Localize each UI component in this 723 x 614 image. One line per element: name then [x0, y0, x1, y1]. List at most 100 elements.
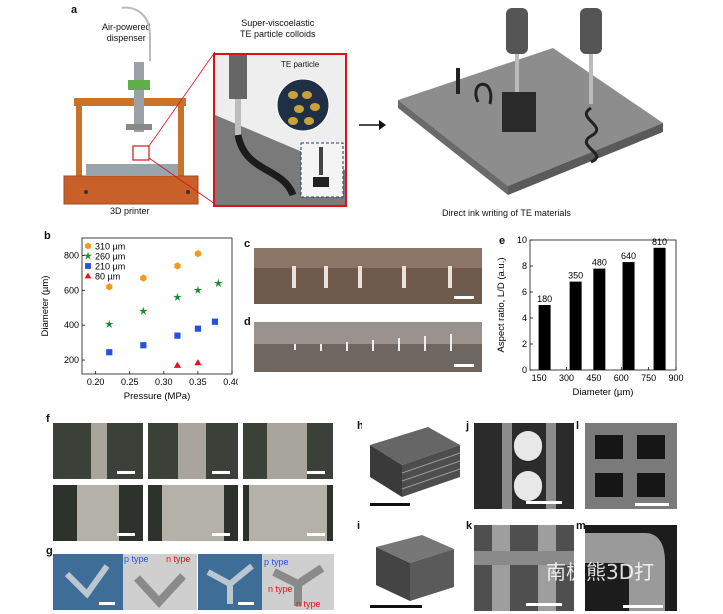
pillar: [294, 344, 296, 350]
data-point: [194, 250, 201, 258]
lattice-render-h: [370, 427, 461, 497]
printed-line: [249, 485, 327, 541]
model-panel-g1: [123, 554, 197, 610]
photo-panel-m: [585, 525, 677, 611]
printed-line: [178, 423, 206, 479]
panel-letter-l: l: [576, 420, 580, 432]
data-point: [214, 278, 223, 288]
y-tick-label: 400: [64, 320, 79, 330]
p-type-label-2: p type: [264, 557, 289, 567]
strut: [546, 423, 556, 509]
data-point: [211, 318, 219, 325]
tripod-model: [272, 564, 325, 606]
x-tick-label: 0.35: [189, 377, 207, 387]
y-tick-label: 8: [522, 261, 527, 271]
x-tick-label: 0.40: [223, 377, 238, 387]
photo-panel-f2: [148, 423, 238, 479]
y-axis-label: Aspect ratio, L/D (a.u.): [496, 257, 507, 352]
scale-bar: [454, 364, 474, 367]
legend-label: 210 µm: [95, 262, 125, 272]
colloid-label-line1: Super-viscoelastic: [241, 18, 315, 28]
printer-label: 3D printer: [110, 206, 150, 216]
scatter-chart: 0.200.250.300.350.40200400600800Pressure…: [40, 237, 238, 402]
pillar: [358, 266, 362, 288]
x-tick-label: 150: [532, 373, 547, 383]
legend-marker: [84, 272, 92, 279]
scale-bar: [370, 605, 422, 608]
data-point: [174, 332, 181, 339]
legend-marker: [85, 242, 91, 250]
y-tick-label: 10: [517, 236, 527, 245]
pillar: [448, 266, 452, 288]
strut: [474, 551, 574, 565]
pore: [514, 471, 542, 501]
photo-panel-j: [474, 423, 574, 509]
colloid-label: Super-viscoelastic TE particle colloids: [240, 18, 316, 40]
bar: [622, 262, 635, 370]
data-point: [173, 292, 182, 301]
bar: [569, 281, 582, 370]
panel-letter-d: d: [244, 316, 251, 328]
x-tick-label: 450: [586, 373, 601, 383]
pillar: [402, 266, 406, 288]
x-axis-label: Pressure (MPa): [124, 391, 191, 402]
legend-marker: [85, 263, 91, 269]
y-tick-label: 200: [64, 355, 79, 365]
scale-bar: [307, 533, 325, 536]
x-tick-label: 750: [641, 373, 656, 383]
n-type-label-1: n type: [166, 554, 191, 564]
pillar: [346, 342, 348, 351]
data-point: [194, 325, 202, 332]
nozzle-zoom-box: [213, 53, 347, 207]
photo-panel-l: [585, 423, 677, 509]
x-tick-label: 300: [559, 373, 574, 383]
colloid-label-line2: TE particle colloids: [240, 29, 316, 39]
dispenser-label-line1: Air-powered: [102, 22, 151, 32]
n-type-label-2a: n type: [268, 584, 293, 594]
photo-panel-g1: [53, 554, 123, 610]
printed-line: [162, 485, 224, 541]
lattice-render-i: [376, 535, 454, 601]
pillar: [372, 340, 374, 351]
photo-panel-d: [254, 322, 482, 372]
pore: [514, 431, 542, 461]
legend-marker: [83, 251, 93, 260]
panel-letter-h: h: [357, 420, 364, 432]
y-tick-label: 2: [522, 339, 527, 349]
photo-panel-i: [362, 525, 468, 611]
photo-panel-f3: [243, 423, 333, 479]
watermark: 南极熊3D打: [546, 560, 655, 584]
strut-junction: [585, 533, 665, 611]
pillar: [320, 344, 322, 351]
v-shape-model: [134, 573, 186, 608]
bar-data-label: 810: [652, 237, 667, 247]
x-axis-label: Diameter (µm): [573, 387, 634, 398]
printer-illustration: [63, 6, 199, 205]
x-tick-label: 0.20: [87, 377, 105, 387]
pore: [595, 473, 623, 497]
bar-data-label: 480: [592, 258, 607, 268]
n-type-label-2b: n type: [296, 599, 321, 609]
pore: [595, 435, 623, 459]
scale-bar: [238, 602, 254, 605]
photo-panel-c: [254, 248, 482, 304]
bar: [538, 305, 551, 370]
y-tick-label: 800: [64, 250, 79, 260]
zoom-lines: [148, 51, 216, 205]
x-tick-label: 900: [668, 373, 683, 383]
panel-letter-g: g: [46, 545, 53, 557]
bar-data-label: 350: [568, 271, 583, 281]
nozzle-zoom-illustration: [215, 55, 345, 205]
strut: [538, 525, 556, 611]
photo-panel-f5: [148, 485, 238, 541]
panel-letter-c: c: [244, 238, 251, 250]
strut: [502, 423, 512, 509]
photo-panel-k: [474, 525, 574, 611]
data-point: [173, 361, 182, 368]
y-tick-label: 0: [522, 365, 527, 375]
pore: [637, 473, 665, 497]
pillar: [324, 266, 328, 288]
printed-line: [267, 423, 307, 479]
arrow-icon: [359, 120, 386, 130]
